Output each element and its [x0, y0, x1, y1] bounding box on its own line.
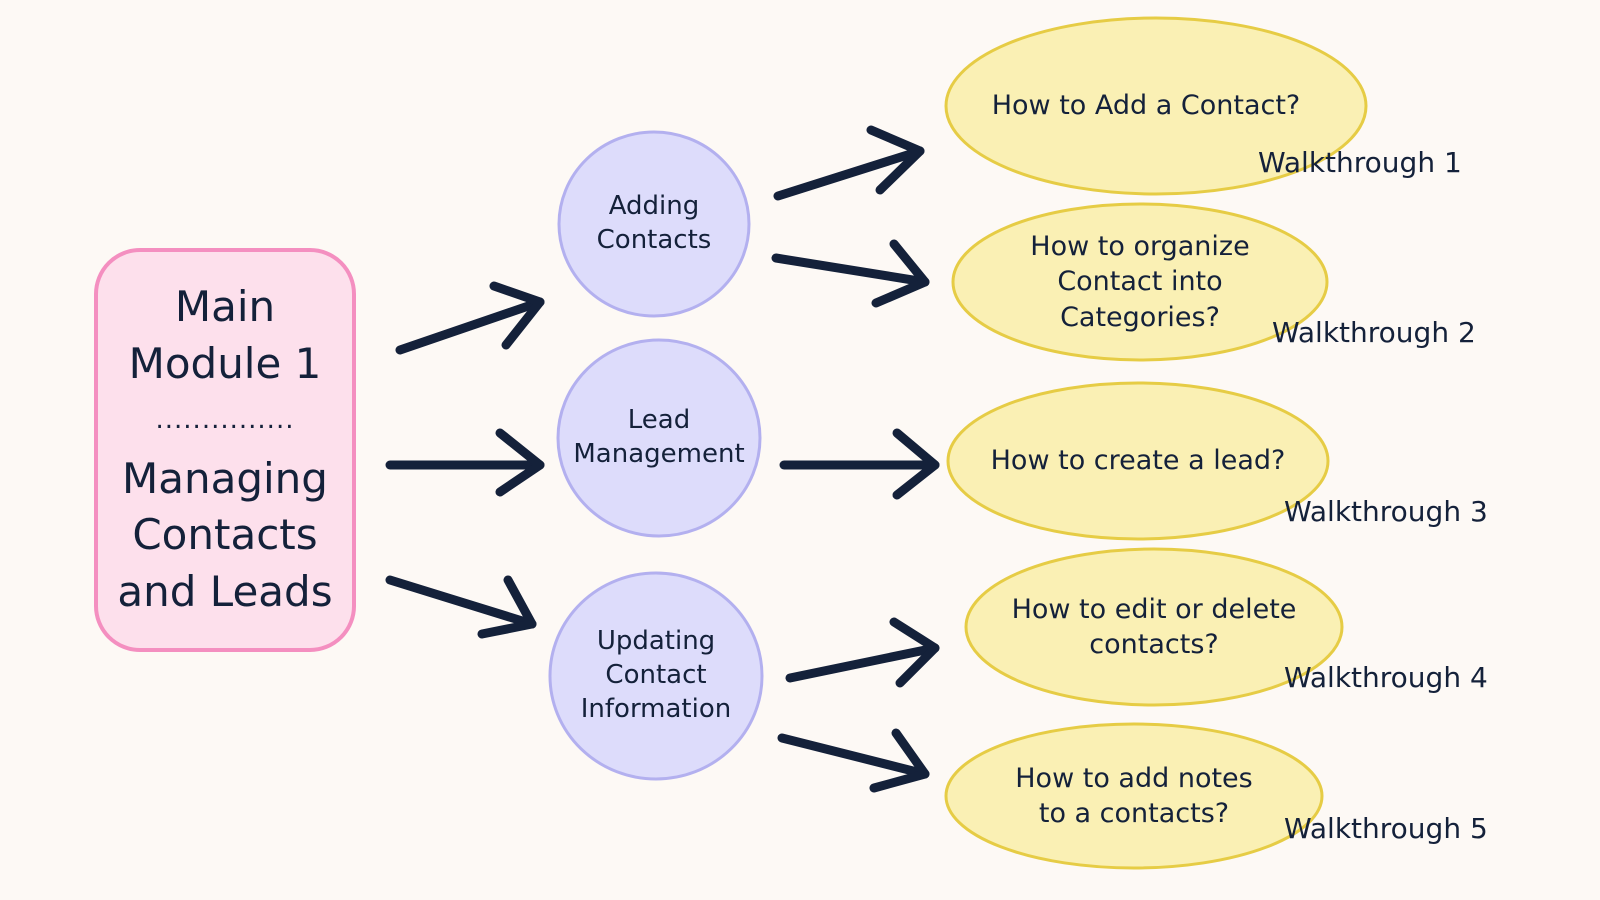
- topic-circle-lead-management: [556, 338, 762, 538]
- question-label-line: Contact into: [1057, 266, 1223, 298]
- arrow-updating-contact-information-to-question-5: [777, 728, 930, 793]
- question-label-2: How to organize Contact into Categories?: [953, 204, 1327, 360]
- topic-label-adding-contacts: Adding Contacts: [559, 132, 749, 316]
- walkthrough-label-3: Walkthrough 3: [1284, 495, 1488, 528]
- arrow-lead-management-to-question-3: [779, 428, 940, 500]
- main-module-subtitle-line: Managing: [122, 453, 328, 503]
- walkthrough-label-4: Walkthrough 4: [1284, 661, 1488, 694]
- main-module-title-line: Main: [174, 282, 276, 332]
- topic-label-line: Contact: [605, 660, 707, 691]
- main-module-separator: ...............: [155, 404, 295, 435]
- walkthrough-label-5: Walkthrough 5: [1284, 812, 1488, 845]
- arrow-main-to-updating-contact-information: [385, 575, 537, 639]
- main-module-box: [94, 248, 356, 652]
- main-module-title-line: Module 1: [128, 338, 322, 388]
- topic-circle-updating-contact-information: [548, 571, 764, 781]
- walkthrough-label-2: Walkthrough 2: [1272, 316, 1476, 349]
- question-blob-3: [946, 381, 1330, 541]
- question-blob-1: [944, 16, 1368, 196]
- question-label-1: How to Add a Contact?: [946, 18, 1346, 194]
- topic-label-line: Lead: [627, 405, 691, 436]
- arrow-updating-contact-information-to-question-4: [785, 617, 940, 688]
- arrow-adding-contacts-to-question-1: [773, 125, 925, 201]
- topic-label-updating-contact-information: Updating Contact Information: [550, 573, 762, 779]
- question-blob-4: [964, 547, 1344, 707]
- arrow-main-to-adding-contacts: [395, 281, 545, 355]
- question-label-4: How to edit or delete contacts?: [966, 549, 1342, 705]
- main-module-subtitle-line: and Leads: [117, 567, 333, 617]
- question-label-line: Categories?: [1060, 301, 1220, 333]
- topic-label-lead-management: Lead Management: [558, 340, 760, 536]
- question-label-line: contacts?: [1089, 629, 1219, 660]
- question-label-line: How to create a lead?: [990, 445, 1286, 477]
- question-label-line: How to Add a Contact?: [991, 90, 1301, 122]
- arrow-main-to-lead-management: [385, 428, 545, 497]
- topic-label-line: Information: [580, 693, 732, 724]
- question-label-3: How to create a lead?: [948, 383, 1328, 539]
- topic-circle-adding-contacts: [557, 130, 751, 318]
- question-label-line: How to organize: [1030, 231, 1250, 263]
- question-label-line: How to add notes: [1015, 762, 1253, 794]
- topic-label-line: Updating: [596, 626, 716, 657]
- topic-label-line: Contacts: [596, 225, 712, 255]
- question-blob-5: [944, 722, 1324, 870]
- question-blob-2: [951, 202, 1329, 362]
- question-label-line: to a contacts?: [1038, 798, 1230, 829]
- topic-label-line: Management: [573, 439, 745, 469]
- main-module-label: Main Module 1 ............... Managing C…: [96, 250, 354, 650]
- walkthrough-label-1: Walkthrough 1: [1258, 146, 1462, 179]
- main-module-subtitle-line: Contacts: [132, 510, 318, 560]
- question-label-line: How to edit or delete: [1011, 593, 1297, 625]
- question-label-5: How to add notes to a contacts?: [946, 724, 1322, 868]
- arrow-adding-contacts-to-question-2: [771, 239, 930, 308]
- topic-label-line: Adding: [608, 191, 700, 222]
